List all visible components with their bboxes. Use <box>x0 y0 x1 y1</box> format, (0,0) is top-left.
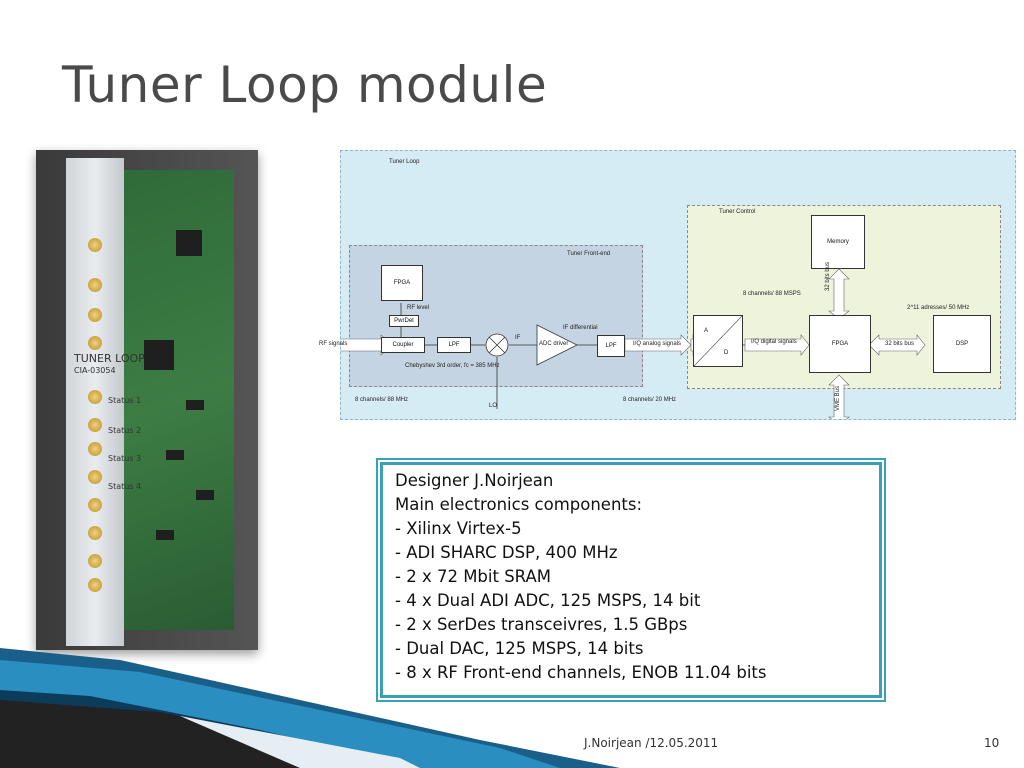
component-item: - 4 x Dual ADI ADC, 125 MSPS, 14 bit <box>395 591 701 610</box>
sma-connector <box>88 498 102 512</box>
label-iq-analog: I/Q analog signals <box>633 341 682 347</box>
sma-connector <box>88 470 102 484</box>
block-coupler: Coupler <box>381 337 425 353</box>
chip <box>186 400 204 410</box>
component-item: - 2 x SerDes transceivres, 1.5 GBps <box>395 615 688 634</box>
component-item: - 8 x RF Front-end channels, ENOB 11.04 … <box>395 663 767 682</box>
sma-connector <box>88 308 102 322</box>
label-iq-digital: I/Q digital signals <box>751 339 797 345</box>
component-item: - 2 x 72 Mbit SRAM <box>395 567 551 586</box>
label-channels-88mhz: 8 channels/ 88 MHz <box>355 397 409 403</box>
chip <box>196 490 214 500</box>
label-filter-note: Chebyshev 3rd order, fc = 385 MHz <box>405 363 500 369</box>
components-heading: Main electronics components: <box>395 495 643 514</box>
sma-connector <box>88 238 102 252</box>
page-number: 10 <box>984 736 1000 750</box>
region-label-tuner-loop: Tuner Loop <box>389 159 420 165</box>
slide-title: Tuner Loop module <box>62 56 548 114</box>
block-fpga-control: FPGA <box>809 315 871 373</box>
panel-sublabel: CIA-03054 <box>74 366 116 375</box>
chip <box>176 230 202 256</box>
adc-label-a: A <box>704 328 709 334</box>
label-rf-signals: RF signals <box>319 341 348 347</box>
label-addresses: 2^11 adresses/ 50 MHz <box>907 305 970 311</box>
sma-connector <box>88 336 102 350</box>
sma-connector <box>88 278 102 292</box>
block-pwrdet: PwrDet <box>389 315 419 327</box>
region-label-tuner-control: Tuner Control <box>719 209 756 215</box>
sma-connector <box>88 390 102 404</box>
label-if-differential: IF differential <box>563 325 598 331</box>
sma-connector <box>88 578 102 592</box>
label-rf-level: RF level <box>407 305 430 311</box>
block-lpf-1: LPF <box>437 337 471 353</box>
label-if: IF <box>515 335 521 341</box>
sma-connector <box>88 554 102 568</box>
status-label: Status 4 <box>108 482 142 491</box>
block-diagram: Tuner Loop Tuner Front-end Tuner Control <box>319 150 1016 420</box>
component-item: - Xilinx Virtex-5 <box>395 519 522 538</box>
block-dsp: DSP <box>933 315 991 373</box>
status-label: Status 3 <box>108 454 142 463</box>
components-box: Designer J.Noirjean Main electronics com… <box>380 462 882 698</box>
component-item: - ADI SHARC DSP, 400 MHz <box>395 543 618 562</box>
block-adc-driver: ADC driver <box>539 341 569 347</box>
label-lo: LO <box>489 403 498 409</box>
panel-label: TUNER LOOP <box>74 352 145 365</box>
sma-connector <box>88 442 102 456</box>
block-memory: Memory <box>811 215 865 269</box>
status-label: Status 2 <box>108 426 142 435</box>
label-channels-20mhz: 8 channels/ 20 MHz <box>623 397 677 403</box>
chip <box>166 450 184 460</box>
block-lpf-2: LPF <box>597 335 625 357</box>
label-bus32: 32 bits bus <box>885 341 915 347</box>
region-label-tuner-frontend: Tuner Front-end <box>567 251 611 257</box>
footer-author-date: J.Noirjean /12.05.2011 <box>584 736 719 750</box>
adc-diagonal <box>694 316 742 366</box>
component-item: - Dual DAC, 125 MSPS, 14 bits <box>395 639 644 658</box>
sma-connector <box>88 526 102 540</box>
module-photo: TUNER LOOP CIA-03054 Status 1 Status 2 S… <box>36 150 258 650</box>
block-adc: A D <box>693 315 743 367</box>
chip <box>156 530 174 540</box>
chip <box>144 340 174 370</box>
adc-label-d: D <box>724 350 729 356</box>
block-fpga-frontend: FPGA <box>381 265 423 301</box>
label-channels-88msps: 8 channels/ 88 MSPS <box>743 291 801 297</box>
sma-connector <box>88 418 102 432</box>
designer-line: Designer J.Noirjean <box>395 471 554 490</box>
status-label: Status 1 <box>108 396 142 405</box>
